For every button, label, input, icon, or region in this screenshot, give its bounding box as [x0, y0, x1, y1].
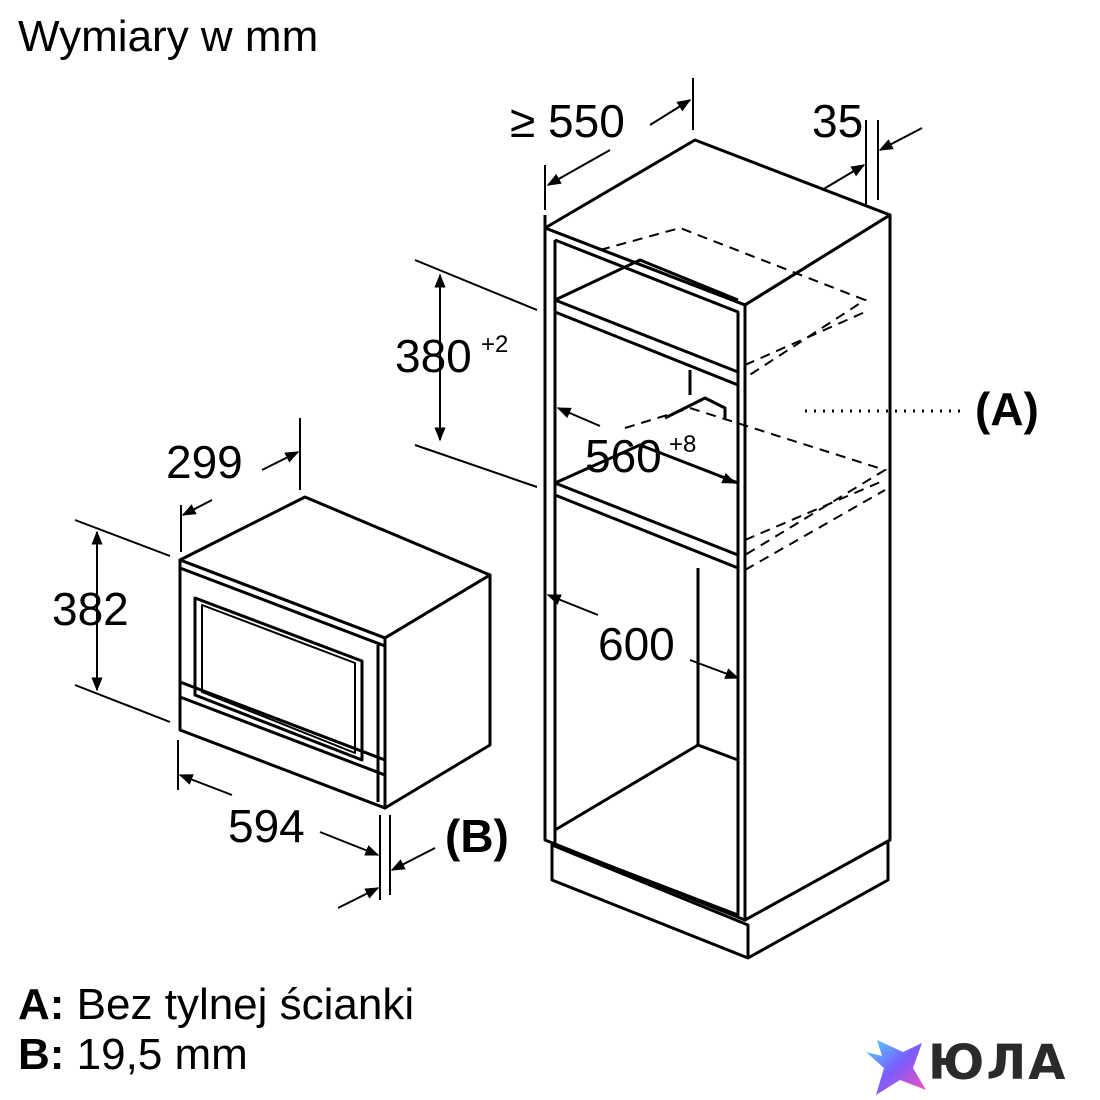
appliance-dimensions	[74, 418, 436, 909]
legend-text: Bez tylnej ścianki	[76, 980, 415, 1029]
legend-key: A:	[18, 980, 65, 1029]
hidden-edges	[599, 226, 888, 571]
cabinet	[543, 138, 892, 960]
appliance	[178, 495, 492, 810]
marker-a: (A)	[975, 383, 1039, 435]
label-appliance-depth: 299	[166, 436, 243, 488]
cabinet-dimensions	[414, 78, 923, 679]
logo-text: ЮЛА	[928, 1035, 1068, 1091]
label-depth-cabinet: ≥ 550	[510, 95, 625, 147]
label-niche-height-tol: +2	[481, 331, 508, 358]
label-niche-width: 560	[585, 430, 662, 482]
label-appliance-width: 594	[228, 800, 305, 852]
label-cabinet-width: 600	[598, 618, 675, 670]
label-appliance-height: 382	[52, 583, 129, 635]
label-niche-width-tol: +8	[669, 431, 696, 458]
legend-b: B: 19,5 mm	[18, 1030, 248, 1080]
legend-a: A: Bez tylnej ścianki	[18, 980, 414, 1030]
marker-b: (B)	[445, 810, 509, 862]
legend-key: B:	[18, 1030, 65, 1079]
label-niche-height: 380	[395, 330, 472, 382]
diagram-title: Wymiary w mm	[18, 12, 319, 61]
label-back-gap: 35	[812, 95, 863, 147]
legend-text: 19,5 mm	[76, 1030, 248, 1079]
star-logo-icon	[866, 1040, 926, 1095]
